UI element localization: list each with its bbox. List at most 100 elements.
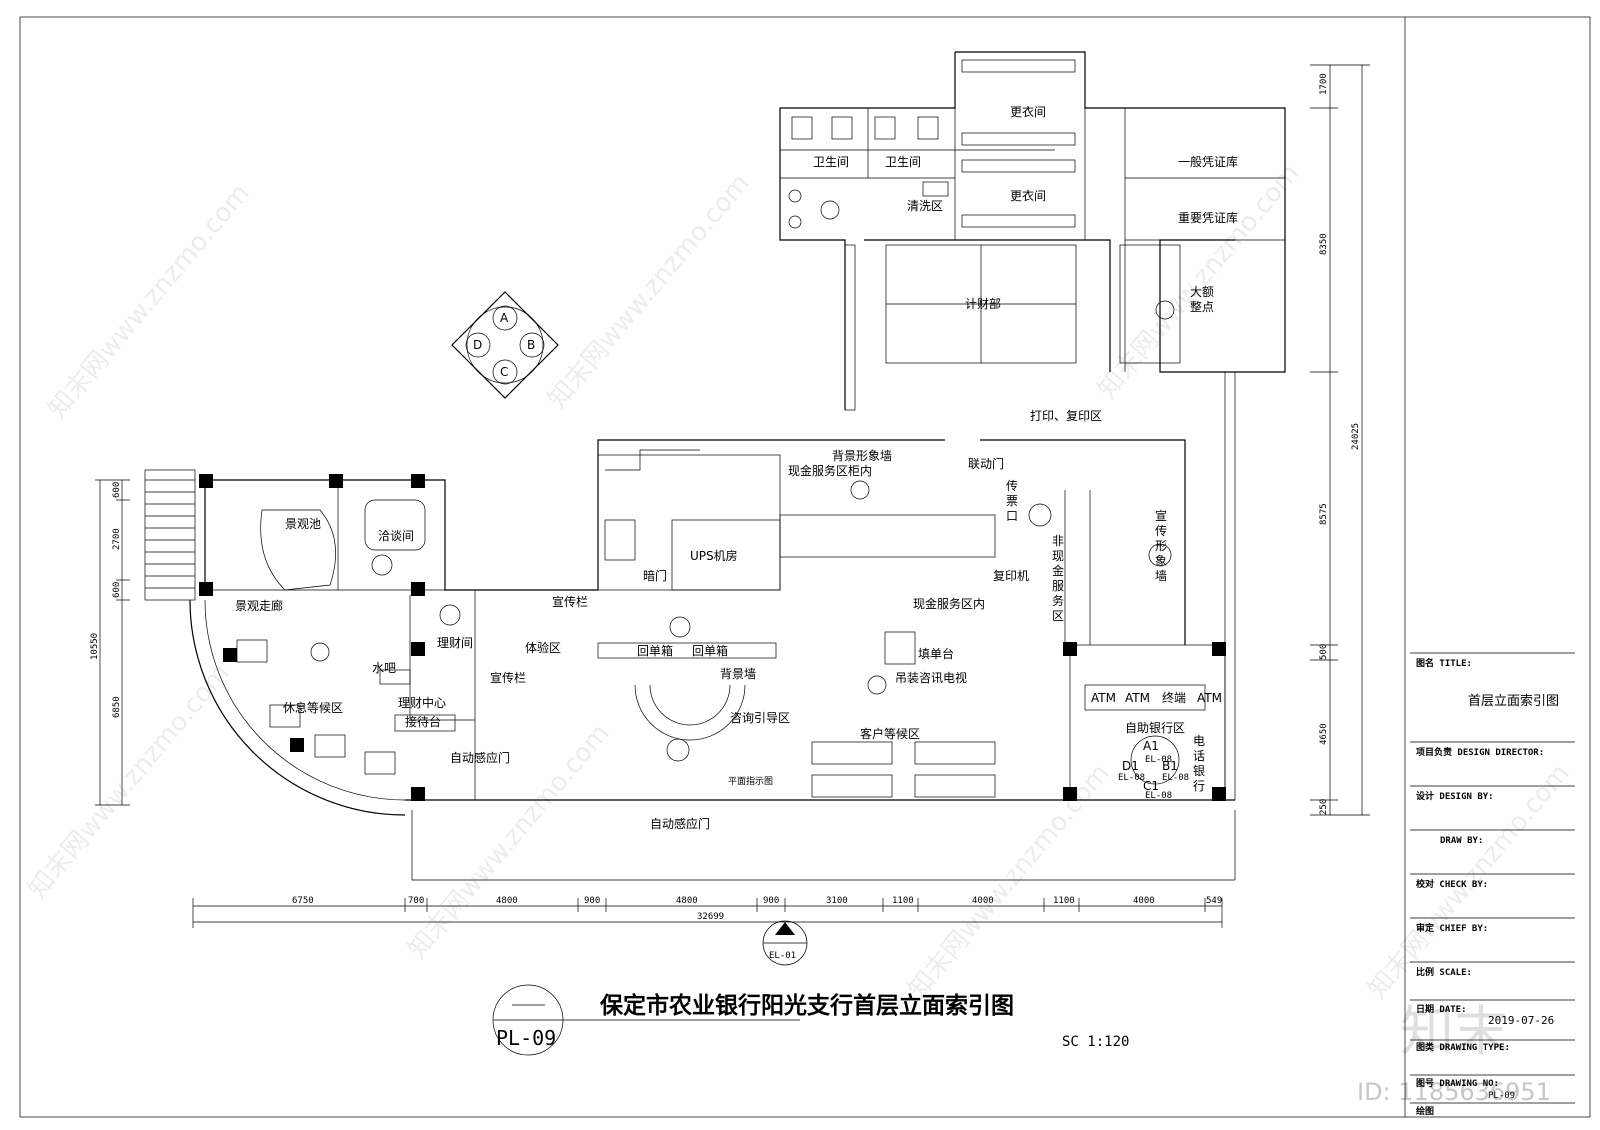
- el-label-d1: D1: [1122, 759, 1139, 773]
- dim-right-6: 250: [1319, 799, 1329, 815]
- tb-date-label: 日期 DATE:: [1416, 1003, 1467, 1015]
- room-print: 打印、复印区: [1030, 409, 1102, 423]
- dim-left-total: 10550: [90, 633, 100, 660]
- elevation-index-symbol: A B C D: [451, 291, 559, 399]
- room-bg-wall-1: 背景形象墙: [832, 449, 892, 463]
- tb-type-label: 图类 DRAWING TYPE:: [1416, 1041, 1510, 1053]
- el-label-c1: C1: [1143, 779, 1159, 793]
- dim-bottom-11: 4000: [1133, 896, 1155, 906]
- brand-watermark: 知末 ID: 1185636951: [1357, 1000, 1551, 1106]
- tb-no-value: PL-09: [1488, 1091, 1515, 1101]
- el-label-a1: A1: [1143, 739, 1159, 753]
- dim-bottom-7: 3100: [826, 896, 848, 906]
- watermark-text: 知末网www.znzmo.com: [902, 758, 1115, 1004]
- room-pass-window: 传票口: [1006, 478, 1018, 523]
- watermark-text: 知末网www.znzmo.com: [1092, 158, 1305, 404]
- room-promo-wall: 宣传形象墙: [1155, 508, 1167, 583]
- room-important-vault: 重要凭证库: [1178, 210, 1238, 225]
- room-wait-area: 客户等候区: [860, 726, 920, 741]
- dim-bottom-total: 32699: [697, 912, 724, 922]
- dim-left-4: 6850: [112, 696, 122, 718]
- tb-date-value: 2019-07-26: [1488, 1014, 1554, 1027]
- dim-left-1: 600: [112, 482, 122, 498]
- room-cash-outer: 现金服务区内: [913, 596, 985, 611]
- room-copier: 复印机: [993, 569, 1029, 583]
- left-dimensions: 600 2700 600 6850 10550: [90, 479, 130, 806]
- section-mark: EL-01: [762, 920, 808, 966]
- dim-bottom-3: 4800: [496, 896, 518, 906]
- dim-left-2: 2700: [112, 528, 122, 550]
- tb-director-label: 项目负责 DESIGN DIRECTOR:: [1416, 746, 1544, 758]
- tb-title-value: 首层立面索引图: [1468, 694, 1559, 709]
- room-labels: 更衣间 更衣间 卫生间 卫生间 清洗区 一般凭证库 重要凭证库 计财部 大额整点…: [235, 104, 1238, 831]
- room-dark-door: 暗门: [643, 568, 667, 583]
- room-water-bar: 水吧: [372, 661, 396, 675]
- structural-columns: [199, 474, 1226, 801]
- room-cash-inner: 现金服务区柜内: [788, 463, 872, 478]
- room-toilet-2: 卫生间: [885, 155, 921, 169]
- room-phone-bank: 电话银行: [1193, 734, 1205, 793]
- room-auto-door-2: 自动感应门: [650, 816, 710, 831]
- dim-bottom-12: 549: [1206, 896, 1222, 906]
- room-floor-guide: 平面指示图: [728, 775, 773, 787]
- room-hanging-tv: 吊装咨讯电视: [895, 670, 967, 685]
- tb-draw-label: DRAW BY:: [1440, 836, 1483, 846]
- el-sheet-ref-1: EL-08: [1145, 755, 1172, 765]
- room-receipt-box-1: 回单箱: [637, 643, 673, 658]
- watermark-tiles: 知末网www.znzmo.com 知末网www.znzmo.com 知末网www…: [22, 158, 1575, 1004]
- dim-bottom-8: 1100: [892, 896, 914, 906]
- room-consult: 咨询引导区: [730, 710, 790, 725]
- room-toilet-1: 卫生间: [813, 155, 849, 169]
- drawing-scale: SC 1:120: [1062, 1034, 1129, 1050]
- room-talk-room: 洽谈间: [378, 529, 414, 543]
- dim-bottom-10: 1100: [1053, 896, 1075, 906]
- drawing-main-title: 保定市农业银行阳光支行首层立面索引图: [599, 992, 1014, 1019]
- room-large-count: 大额整点: [1190, 285, 1214, 314]
- index-letter-a: A: [500, 311, 509, 325]
- room-wealth-room: 理财间: [437, 636, 473, 650]
- drawing-plan-no: PL-09: [496, 1026, 556, 1050]
- title-block: 图名 TITLE: 首层立面索引图 项目负责 DESIGN DIRECTOR: …: [1410, 652, 1575, 1117]
- room-reception: 接待台: [405, 714, 441, 729]
- room-fill-desk: 填单台: [918, 646, 954, 661]
- small-index-marks: [310, 200, 1180, 785]
- dim-bottom-2: 700: [408, 896, 424, 906]
- atm-label-1: ATM: [1091, 691, 1116, 705]
- sheet-border: [19, 16, 1591, 1118]
- dim-left-3: 600: [112, 582, 122, 598]
- room-ups: UPS机房: [690, 548, 738, 563]
- el-label-b1: B1: [1162, 759, 1178, 773]
- el-sheet-ref-4: EL-08: [1118, 773, 1145, 783]
- right-dimensions: 1700 8350 8575 500 4650 250 24025: [1310, 64, 1370, 816]
- room-non-cash: 非现金服务区: [1052, 534, 1064, 623]
- brand-logo-text: 知末: [1400, 1000, 1508, 1063]
- tb-scale-label: 比例 SCALE:: [1416, 966, 1472, 978]
- dim-right-5: 4650: [1319, 723, 1329, 745]
- el-sheet-ref-2: EL-08: [1162, 773, 1189, 783]
- room-landscape-pool: 景观池: [285, 517, 321, 531]
- room-general-vault: 一般凭证库: [1178, 154, 1238, 169]
- cash-block-walls: [597, 439, 1186, 645]
- room-wealth-center: 理财中心: [398, 695, 446, 710]
- room-experience: 体验区: [525, 640, 561, 655]
- room-promo-2: 宣传栏: [490, 670, 526, 685]
- left-wing-walls: [144, 469, 598, 816]
- dim-right-1: 1700: [1319, 73, 1329, 95]
- dim-bottom-9: 4000: [972, 896, 994, 906]
- room-linked-door: 联动门: [968, 456, 1004, 471]
- room-landscape-corridor: 景观走廊: [235, 598, 283, 613]
- watermark-text: 知末网www.znzmo.com: [542, 168, 755, 414]
- watermark-text: 知末网www.znzmo.com: [42, 178, 255, 424]
- tb-no-label: 图号 DRAWING NO:: [1416, 1078, 1499, 1089]
- index-letter-b: B: [527, 338, 535, 352]
- dim-right-total: 24025: [1351, 423, 1361, 450]
- el-sheet-ref-3: EL-08: [1145, 791, 1172, 801]
- dim-bottom-6: 900: [763, 896, 779, 906]
- room-receipt-box-2: 回单箱: [692, 643, 728, 658]
- room-bg-wall-2: 背景墙: [720, 667, 756, 681]
- dim-bottom-5: 4800: [676, 896, 698, 906]
- dim-right-4: 500: [1319, 644, 1329, 660]
- terminal-label: 终端: [1162, 690, 1186, 705]
- tb-design-label: 设计 DESIGN BY:: [1416, 790, 1494, 802]
